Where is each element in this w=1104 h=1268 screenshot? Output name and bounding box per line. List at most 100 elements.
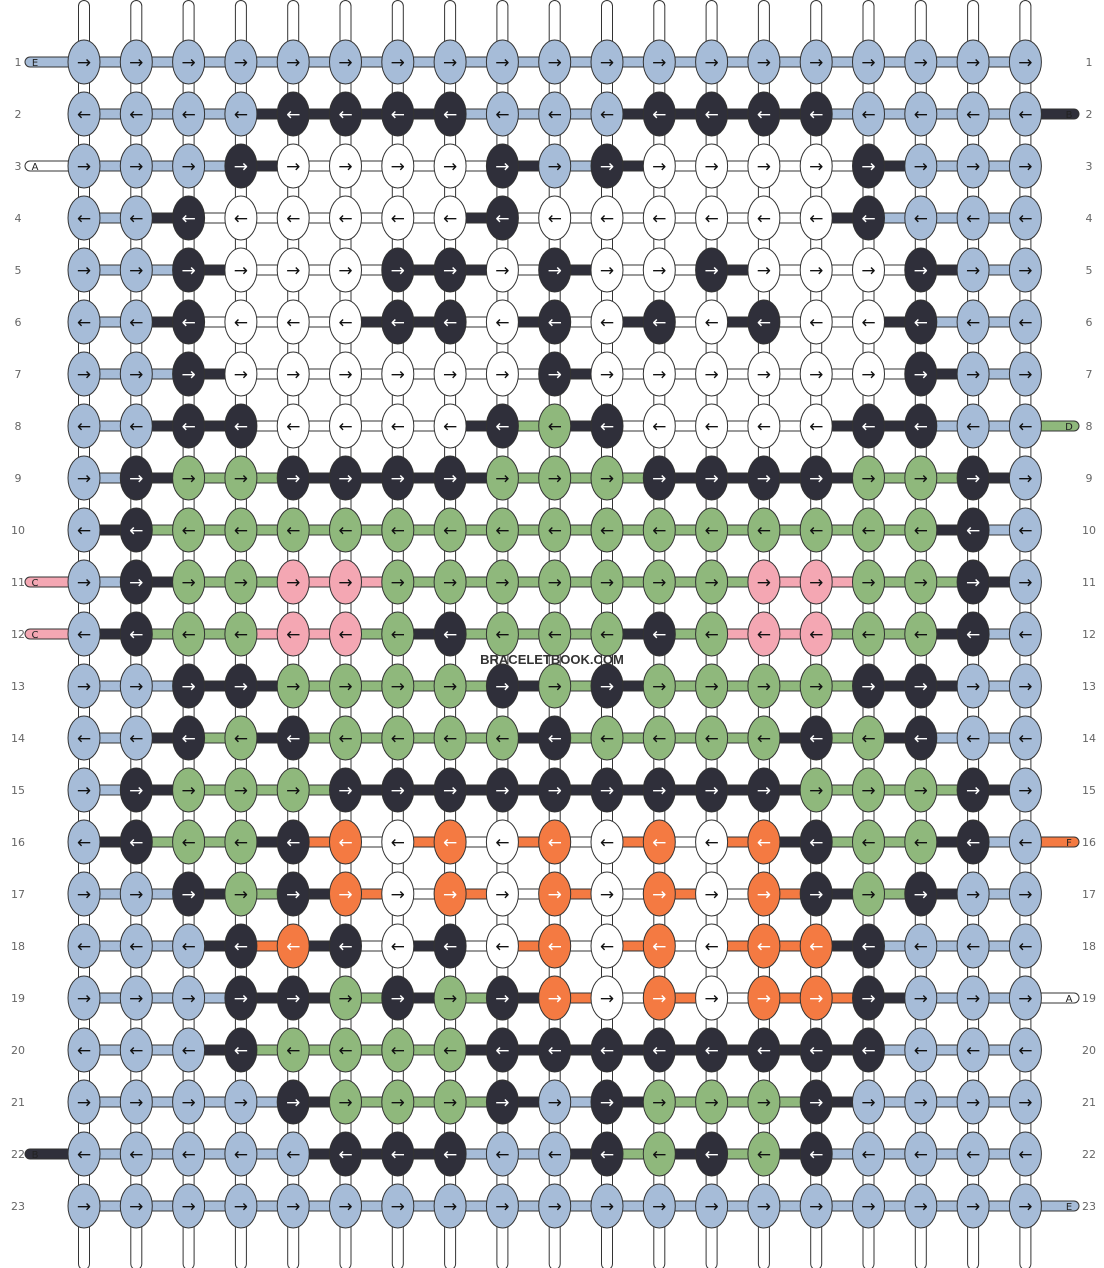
knot-shape: [1008, 91, 1042, 137]
knot-arrow-icon: →: [77, 989, 91, 1009]
knot-shape: [329, 299, 362, 345]
knot-arrow-icon: ←: [443, 417, 457, 437]
knot: ←: [590, 923, 624, 969]
row-number-right: 2: [1086, 108, 1093, 121]
knot-arrow-icon: →: [861, 573, 875, 593]
knot-arrow-icon: →: [77, 1093, 91, 1113]
knot-shape: [67, 143, 101, 189]
knot-arrow-icon: ←: [861, 625, 875, 645]
knot-arrow-icon: →: [1018, 365, 1032, 385]
knot: ←: [538, 91, 572, 137]
knot: ←: [590, 299, 624, 345]
knot: ←: [956, 1027, 990, 1073]
knot: →: [381, 767, 415, 813]
knot: ←: [172, 299, 206, 345]
knot-arrow-icon: ←: [809, 729, 823, 749]
knot: →: [852, 1079, 885, 1125]
knot: ←: [381, 299, 415, 345]
knot-shape: [747, 247, 781, 293]
knot-arrow-icon: ←: [548, 313, 562, 333]
knot-shape: [695, 663, 729, 709]
knot-shape: [381, 39, 415, 85]
knot-arrow-icon: ←: [548, 833, 562, 853]
knot-arrow-icon: →: [129, 885, 143, 905]
knot-arrow-icon: →: [286, 53, 300, 73]
knot-arrow-icon: ←: [652, 625, 666, 645]
knot-arrow-icon: ←: [443, 1041, 457, 1061]
row-number-left: 12: [11, 628, 25, 641]
knot-shape: [276, 923, 310, 969]
knot-arrow-icon: →: [443, 469, 457, 489]
knot: ←: [276, 1131, 310, 1177]
knot-arrow-icon: ←: [757, 833, 771, 853]
row-number-right: 7: [1086, 368, 1093, 381]
knot-arrow-icon: →: [443, 573, 457, 593]
knot: →: [381, 1183, 415, 1229]
knot: →: [747, 559, 781, 605]
knot-arrow-icon: ←: [914, 209, 928, 229]
knot-shape: [695, 299, 729, 345]
knot-shape: [172, 299, 206, 345]
knot: ←: [747, 715, 781, 761]
thread-end-letter: A: [1066, 994, 1073, 1005]
knot-shape: [695, 611, 729, 657]
knot-arrow-icon: →: [181, 573, 195, 593]
knot-shape: [695, 871, 729, 917]
knot-arrow-icon: →: [704, 1093, 718, 1113]
knot-shape: [590, 351, 624, 397]
knot-arrow-icon: ←: [443, 105, 457, 125]
knot: →: [329, 351, 362, 397]
thread-end-letter: B: [1066, 110, 1073, 121]
knot: →: [485, 455, 519, 501]
knot: ←: [67, 91, 101, 137]
knot: →: [276, 455, 310, 501]
knot-arrow-icon: ←: [286, 521, 300, 541]
knot-arrow-icon: ←: [600, 729, 614, 749]
knot-shape: [485, 715, 519, 761]
knot-arrow-icon: ←: [652, 521, 666, 541]
knot-shape: [590, 1131, 624, 1177]
knot: →: [329, 1079, 362, 1125]
knot-shape: [381, 611, 415, 657]
knot: →: [172, 975, 206, 1021]
knot: →: [172, 871, 206, 917]
knot-shape: [119, 143, 153, 189]
knot-shape: [747, 819, 781, 865]
knot-arrow-icon: →: [757, 1197, 771, 1217]
knot-arrow-icon: ←: [548, 417, 562, 437]
knot-shape: [538, 975, 572, 1021]
knot-shape: [381, 1183, 415, 1229]
knot-shape: [224, 403, 258, 449]
row-number-right: 11: [1082, 576, 1096, 589]
knot: →: [747, 767, 781, 813]
knot: ←: [852, 299, 885, 345]
knot-arrow-icon: →: [861, 989, 875, 1009]
knot: ←: [433, 507, 467, 553]
knot-arrow-icon: ←: [757, 729, 771, 749]
knot: ←: [642, 715, 676, 761]
knot-shape: [538, 663, 572, 709]
knot-arrow-icon: ←: [338, 1041, 352, 1061]
knot: ←: [329, 923, 362, 969]
knot: →: [172, 143, 206, 189]
knot: ←: [799, 91, 833, 137]
knot: ←: [642, 819, 676, 865]
knot: →: [485, 1079, 519, 1125]
knot-shape: [956, 871, 990, 917]
knot-shape: [799, 715, 833, 761]
knot-shape: [485, 351, 519, 397]
row-number-right: 23: [1082, 1200, 1096, 1213]
knot-arrow-icon: ←: [1018, 833, 1032, 853]
knot: →: [172, 455, 206, 501]
knot: →: [590, 871, 624, 917]
knot: →: [799, 663, 833, 709]
knot-shape: [485, 663, 519, 709]
knot-shape: [642, 455, 676, 501]
knot-shape: [224, 975, 258, 1021]
knot: →: [329, 559, 362, 605]
knot-shape: [119, 871, 153, 917]
knot-shape: [956, 143, 990, 189]
thread-end-l-row-11: C: [24, 576, 78, 589]
knot-arrow-icon: →: [757, 469, 771, 489]
